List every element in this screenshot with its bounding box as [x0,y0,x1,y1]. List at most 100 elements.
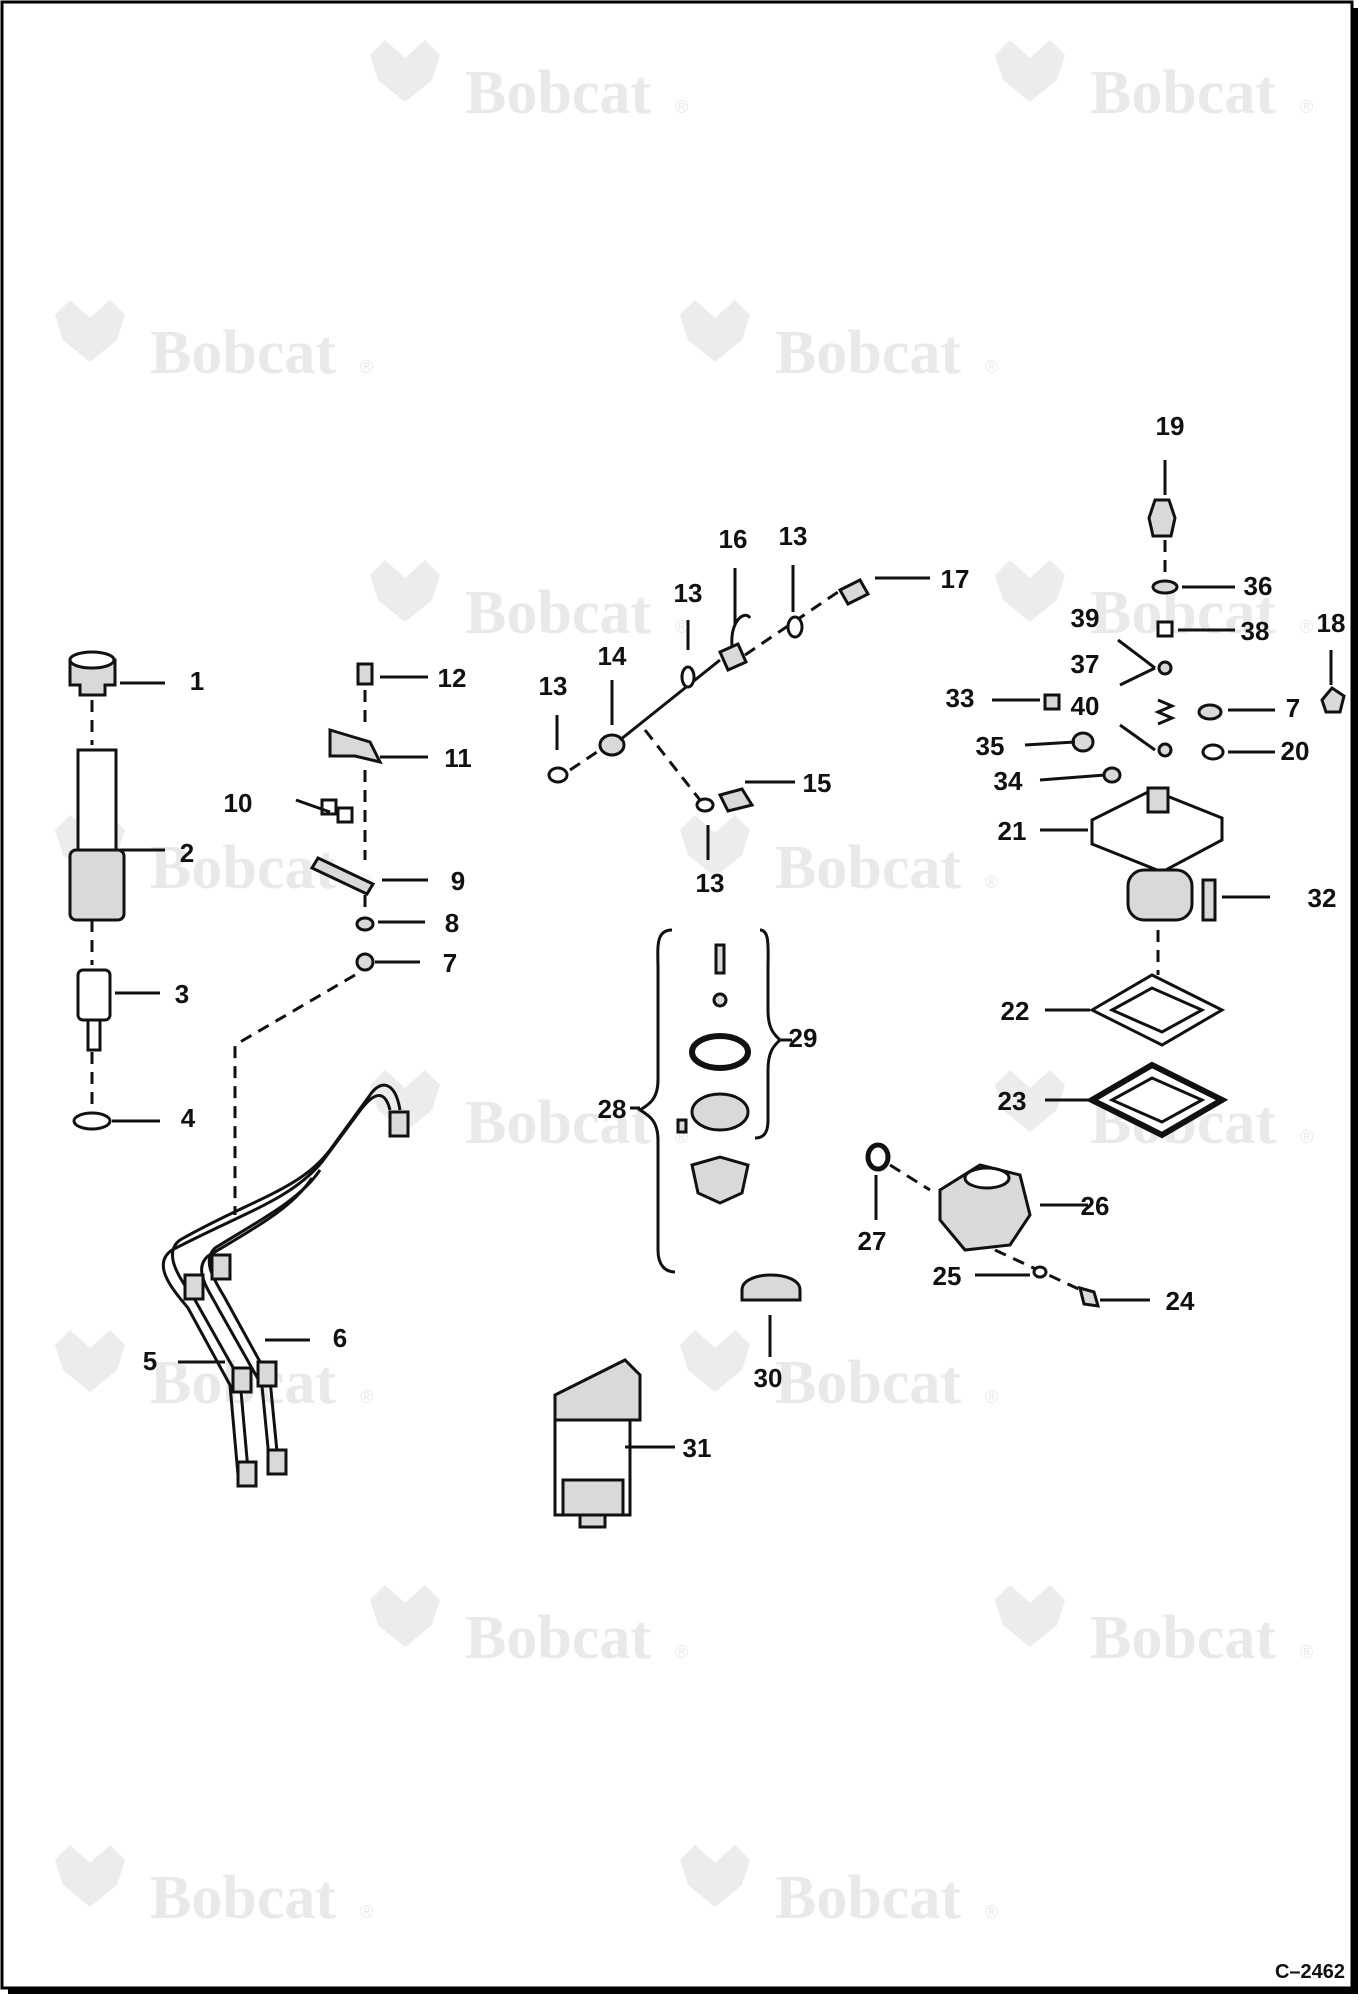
watermark-tile: Bobcat ® [680,815,998,902]
callout-9: 9 [451,866,465,896]
line-5-fitting [231,1366,253,1394]
callout-23: 23 [998,1086,1027,1116]
watermark-reg-mark: ® [1300,1642,1313,1662]
part-30-cap [740,1273,802,1302]
line-junction-b [210,1253,232,1281]
callout-13d: 13 [696,868,725,898]
callout-13a: 13 [539,671,568,701]
part-19-fitting [1147,498,1177,538]
part-36-washer [1151,579,1179,595]
part-29-valve [690,1092,750,1132]
watermark-reg-mark: ® [360,357,373,377]
watermark-reg-mark: ® [360,1387,373,1407]
line-6-inner [161,1094,392,1476]
bobcat-logo-icon [370,1585,440,1647]
part-10-sleeve-b [336,806,354,824]
callout-7b: 7 [1286,693,1300,723]
bobcat-logo-icon [680,815,750,877]
part-29-pin [714,943,726,975]
part-14-banjo [598,733,626,757]
watermark-brand: Bobcat [775,1349,961,1417]
part-16-hook [730,613,752,647]
callout-39: 39 [1071,603,1100,633]
callout-36: 36 [1244,571,1273,601]
callout-33: 33 [946,683,975,713]
part-14-pipe [619,658,721,742]
callout-25: 25 [933,1261,962,1291]
bobcat-logo-icon [995,1585,1065,1647]
part-4-washer [72,1111,112,1131]
watermark-tile: Bobcat® [680,1845,998,1932]
part-20-washer [1201,743,1225,761]
part-25-washer [1032,1265,1048,1279]
bobcat-logo-icon [680,1330,750,1392]
callout-22: 22 [1001,996,1030,1026]
callout-12: 12 [438,663,467,693]
watermark-tile: Bobcat® [995,560,1313,647]
line-junction-a [183,1273,205,1301]
callout-6: 6 [333,1323,347,1353]
callout-19: 19 [1156,411,1185,441]
watermark-brand: Bobcat [1090,1604,1276,1672]
part-23-inner [1108,1076,1206,1124]
callout-17: 17 [941,564,970,594]
part-29-ring [689,1033,751,1071]
line-5-end [236,1460,258,1488]
watermark-brand: Bobcat [775,834,961,902]
watermark-tile: Bobcat ® [995,40,1313,127]
watermark-brand: Bobcat [465,1604,651,1672]
watermark-layer: Bobcat ® Bobcat ® Bobcat ® Bobcat ® Bobcat ® Bobca… [55,40,1313,1932]
part-35-plug [1071,731,1095,753]
callout-13c: 13 [779,521,808,551]
callout-37: 37 [1071,649,1100,679]
watermark-brand: Bobcat [465,59,651,127]
part-3-tip [86,1018,102,1052]
callout-11: 11 [444,743,472,773]
figure-id: C–2462 [1275,1961,1345,1983]
watermark-brand: Bobcat [1090,59,1276,127]
callout-38: 38 [1241,616,1270,646]
line-5-inner [200,1177,314,1469]
injector-assembly [68,650,126,1131]
callout-5: 5 [143,1346,157,1376]
callout-10: 10 [224,788,253,818]
part-13-washer-d [695,797,715,813]
part-3-nozzle [76,968,112,1022]
axis-27-26 [889,1163,931,1192]
leader-line [1119,723,1156,752]
callout-13b: 13 [674,578,703,608]
part-13-washer-a [547,766,569,784]
watermark-tile: Bobcat® [55,1845,373,1932]
watermark-tile: Bobcat® [370,560,688,647]
watermark-brand: Bobcat [150,1864,336,1932]
watermark-reg-mark: ® [1300,97,1313,117]
watermark-reg-mark: ® [1300,617,1313,637]
watermark-reg-mark: ® [985,872,998,892]
part-13-washer-b [680,665,696,689]
part-1-top [68,650,116,670]
part-26-dome [963,1166,1011,1190]
callout-24: 24 [1166,1286,1195,1316]
part-18-plug [1320,686,1346,714]
clamp-stack [233,662,383,1215]
part-1-clamp [68,658,117,697]
part-31-drain [578,1513,607,1529]
watermark-tile: Bobcat® [370,40,688,127]
watermark-reg-mark: ® [985,1902,998,1922]
watermark-tile: Bobcat® [370,1070,688,1157]
priming-pump-kit [637,928,802,1302]
part-27-oring [865,1142,891,1172]
line-6 [171,1083,402,1471]
callout-3: 3 [175,979,189,1009]
callout-18: 18 [1317,608,1346,638]
callout-35: 35 [976,731,1005,761]
watermark-brand: Bobcat [775,319,961,387]
part-40-spring [1154,698,1176,726]
part-7-nut [355,952,375,972]
leader-line [1117,638,1156,670]
part-28-housing [690,1155,750,1205]
part-31-band [561,1478,625,1517]
callout-8: 8 [445,908,459,938]
part-31-head [553,1358,642,1422]
